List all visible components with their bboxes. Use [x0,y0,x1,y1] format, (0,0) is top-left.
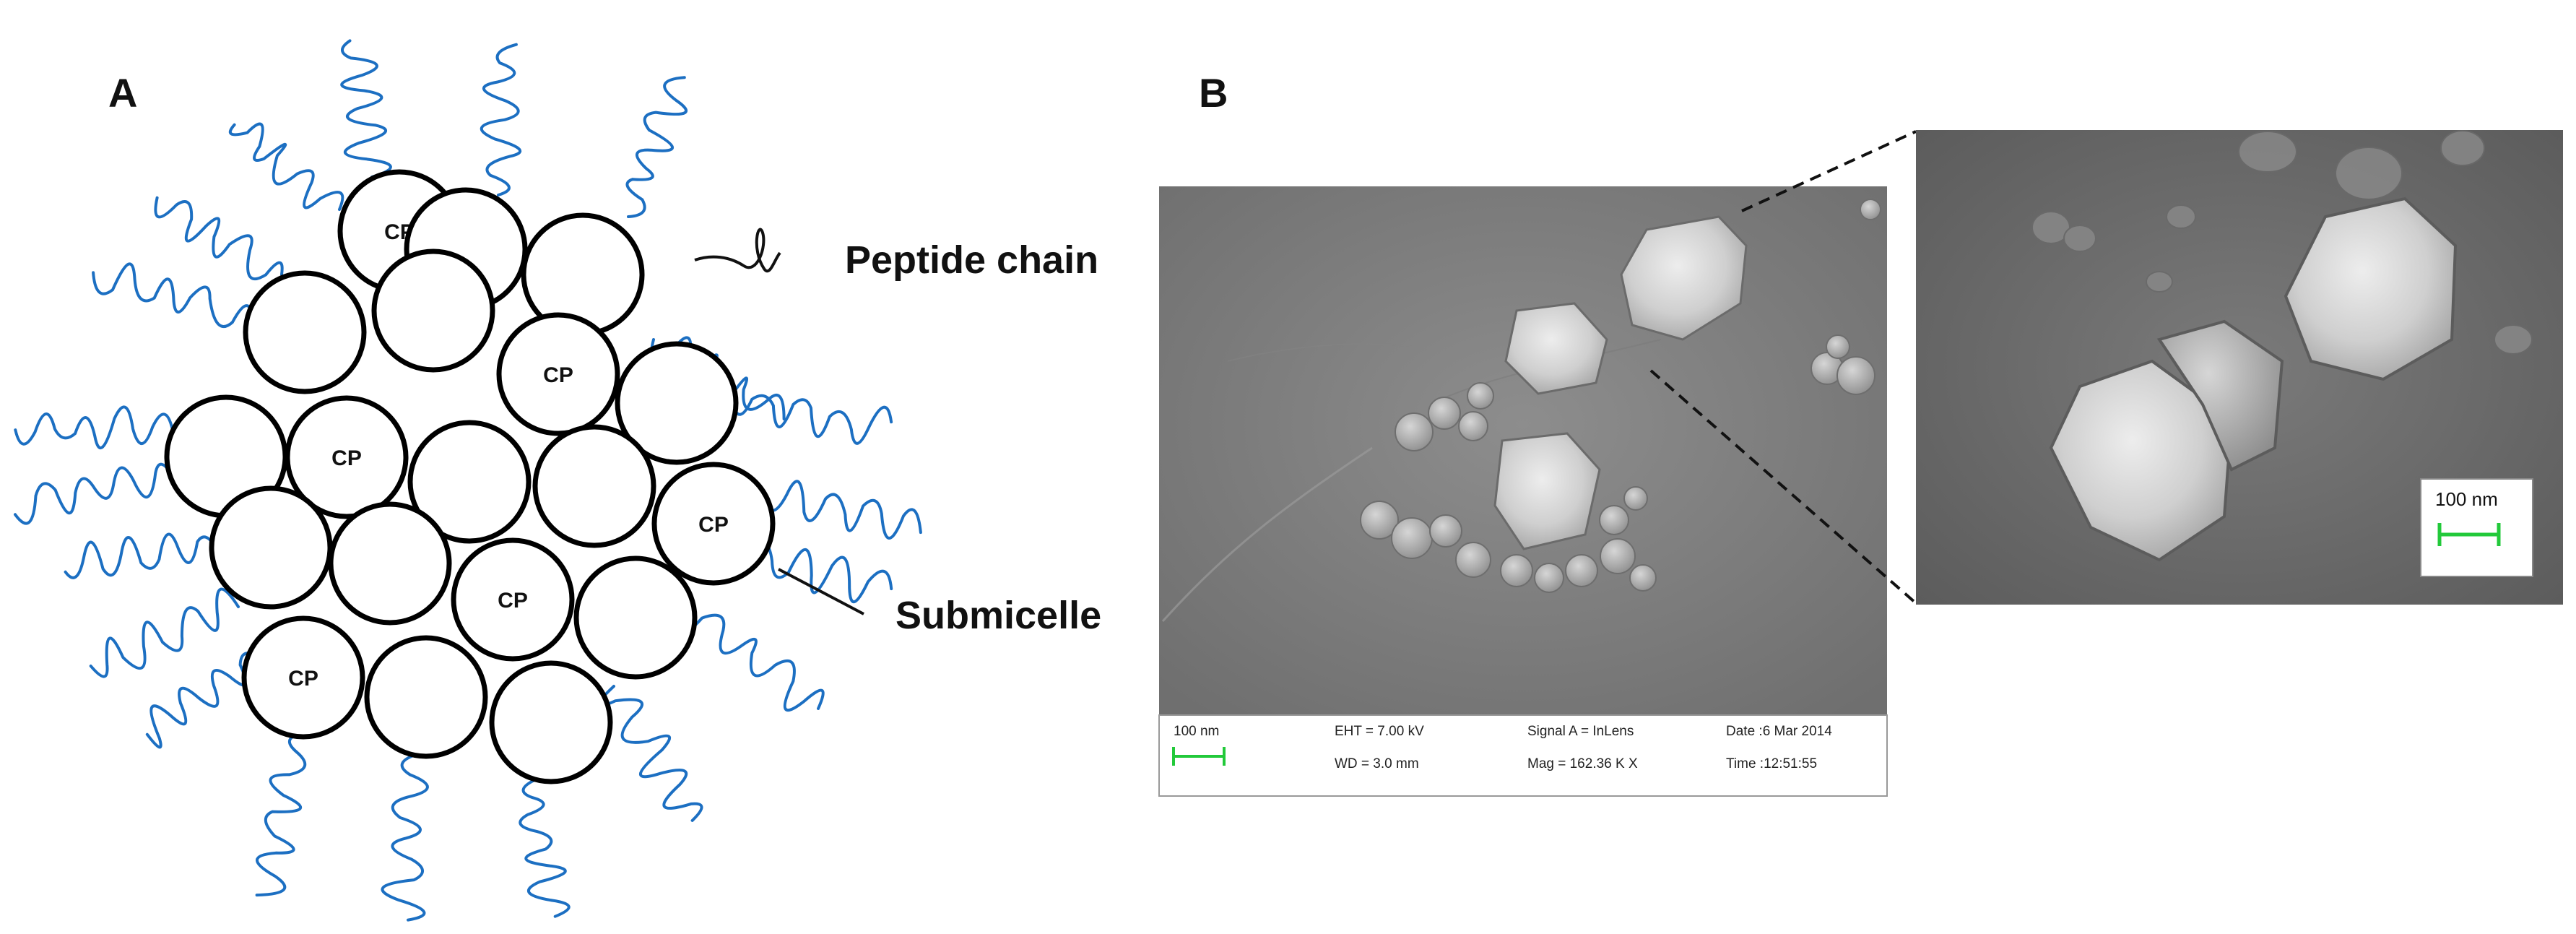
sem-info-bar [1158,714,1888,797]
submicelle-callout: Submicelle [778,568,1101,637]
cp-label: CP [543,363,573,387]
sem-scale-bar-label: 100 nm [1174,724,1219,739]
sem-date: Date :6 Mar 2014 [1726,724,1832,739]
zoom-line-bottom [1649,369,1917,605]
inset-scale-bar [2437,523,2501,546]
cp-label: CP [331,446,362,470]
peptide-chain [597,685,703,822]
inset-background-particles [2031,130,2533,355]
submicelle-circle [489,660,613,784]
submicelle-circle [209,485,333,610]
sem-wd: WD = 3.0 mm [1335,756,1419,771]
submicelle-circle [532,424,656,548]
submicelle-circle [451,537,575,662]
peptide-chain [480,43,521,196]
submicelle-circle [364,635,488,759]
inset-crystal-3 [2156,319,2284,472]
peptide-chain [732,394,893,445]
sem-time: Time :12:51:55 [1726,756,1817,771]
peptide-chain [255,732,307,897]
peptide-chain-pointer [694,228,781,273]
peptide-chain [228,122,344,211]
submicelle-circle [496,312,620,436]
submicelle-circle [285,395,409,519]
peptide-chain [381,753,429,922]
submicelle-circle [328,501,452,626]
peptide-chain [92,262,254,328]
submicelle-label: Submicelle [895,594,1101,637]
submicelle-circle [573,555,698,680]
peptide-chain [14,405,175,450]
zoom-line-top [1741,130,1917,212]
sem-eht: EHT = 7.00 kV [1335,724,1424,739]
peptide-chain [14,462,175,525]
cp-label: CP [698,513,729,537]
submicelle-circle [615,341,739,465]
inset-crystal-2 [2049,359,2234,562]
submicelle-circle [407,420,532,544]
submicelle-circle [243,270,367,394]
sem-crystal-1 [1620,215,1748,341]
sem-micrograph: 100 nm EHT = 7.00 kV WD = 3.0 mm Signal … [1158,186,1888,797]
panel-b-label: B [1199,70,1228,116]
peptide-chain [154,196,284,280]
submicelle-circle [371,248,495,373]
panel-a-label: A [108,70,137,116]
peptide-chain [64,532,218,579]
inset-scale-bar-label: 100 nm [2435,488,2498,510]
sem-signal: Signal A = InLens [1527,724,1634,739]
sem-small-particles [1360,199,1881,593]
submicelle-circle [651,462,776,586]
submicelle-circle [241,615,365,740]
peptide-chain-callout: Peptide chain [694,228,1098,282]
peptide-chain [340,39,392,178]
peptide-chain [519,779,571,918]
inset-crystal-1 [2284,196,2458,381]
peptide-chain-label: Peptide chain [845,238,1098,282]
sem-crystal-2 [1504,302,1608,395]
cp-label: CP [288,667,318,691]
sem-crystal-3 [1493,432,1601,550]
sem-inset: 100 nm [1916,130,2563,605]
sem-mag: Mag = 162.36 K X [1527,756,1638,771]
peptide-chain [89,587,240,678]
cp-label: CP [498,589,528,613]
sem-scale-bar [1172,747,1226,766]
peptide-chain [625,76,688,218]
peptide-chain [681,613,825,712]
submicelle-pointer [778,568,864,615]
peptide-chain [764,480,922,540]
